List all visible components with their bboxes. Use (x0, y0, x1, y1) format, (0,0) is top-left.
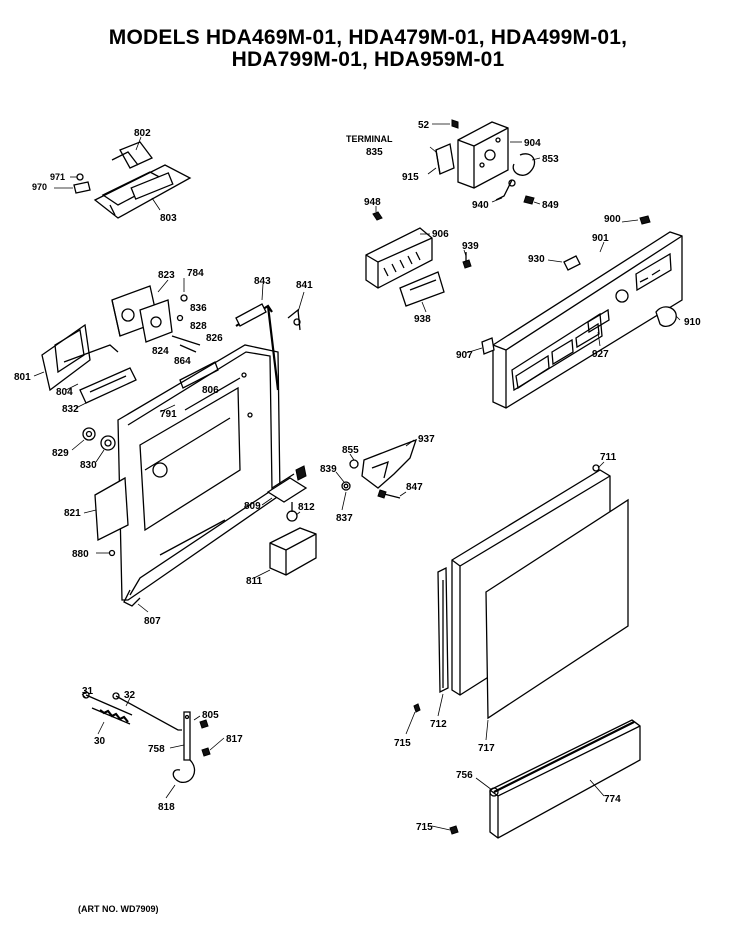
label-826: 826 (206, 333, 223, 344)
label-30: 30 (94, 736, 106, 747)
label-853: 853 (542, 154, 559, 165)
label-940: 940 (472, 200, 489, 211)
label-32: 32 (124, 690, 136, 701)
label-836: 836 (190, 303, 207, 314)
label-847: 847 (406, 482, 423, 493)
inner-door-panel (83, 344, 281, 613)
label-715-upper: 715 (394, 738, 411, 749)
latch-assembly (54, 136, 192, 219)
label-791: 791 (160, 409, 177, 420)
label-828: 828 (190, 321, 207, 332)
label-811: 811 (246, 576, 263, 587)
label-907: 907 (456, 350, 473, 361)
label-927: 927 (592, 349, 609, 360)
label-906: 906 (432, 229, 449, 240)
washer-parts (71, 427, 116, 463)
label-818: 818 (158, 802, 175, 813)
diagram-title-line1: MODELS HDA469M-01, HDA479M-01, HDA499M-0… (108, 26, 628, 49)
label-971: 971 (50, 172, 65, 182)
label-823: 823 (158, 270, 175, 281)
label-837: 837 (336, 513, 353, 524)
label-843: 843 (254, 276, 271, 287)
hinge-bracket (335, 438, 418, 511)
label-904: 904 (524, 138, 541, 149)
label-824: 824 (152, 346, 169, 357)
label-758: 758 (148, 744, 165, 755)
label-864: 864 (174, 356, 191, 367)
label-802: 802 (134, 128, 151, 139)
label-938: 938 (414, 314, 431, 325)
label-756: 756 (456, 770, 473, 781)
control-panel (465, 215, 683, 409)
label-809: 809 (244, 501, 261, 512)
art-number: (ART NO. WD7909) (78, 904, 159, 914)
label-807: 807 (144, 616, 161, 627)
label-910: 910 (684, 317, 701, 328)
label-801: 801 (14, 372, 31, 383)
label-715-lower: 715 (416, 822, 433, 833)
toe-kick-panel (431, 719, 641, 839)
label-712: 712 (430, 719, 447, 730)
label-849: 849 (542, 200, 559, 211)
outer-door-panel (405, 461, 629, 741)
label-839: 839 (320, 464, 337, 475)
bracket-assembly (33, 323, 137, 409)
label-terminal: TERMINAL (346, 134, 393, 144)
label-821: 821 (64, 508, 81, 519)
label-930: 930 (528, 254, 545, 265)
label-711: 711 (600, 452, 617, 463)
label-830: 830 (80, 460, 97, 471)
label-832: 832 (62, 404, 79, 415)
label-937: 937 (418, 434, 435, 445)
label-915: 915 (402, 172, 419, 183)
label-812: 812 (298, 502, 315, 513)
label-841: 841 (296, 280, 313, 291)
label-805: 805 (202, 710, 219, 721)
label-804: 804 (56, 387, 73, 398)
switch-assembly (427, 119, 541, 205)
label-774: 774 (604, 794, 621, 805)
part-labels: 802 971 970 803 823 784 836 828 826 824 … (14, 120, 701, 833)
door-trim-strip (235, 283, 305, 391)
label-900: 900 (604, 214, 621, 225)
label-31: 31 (82, 686, 94, 697)
hinge-spring-parts (81, 691, 225, 799)
label-901: 901 (592, 233, 609, 244)
label-855: 855 (342, 445, 359, 456)
label-970: 970 (32, 182, 47, 192)
label-803: 803 (160, 213, 177, 224)
label-817: 817 (226, 734, 243, 745)
label-948: 948 (364, 197, 381, 208)
label-835: 835 (366, 147, 383, 158)
diagram-title-line2: HDA799M-01, HDA959M-01 (231, 48, 505, 71)
control-module (365, 206, 472, 313)
label-880: 880 (72, 549, 89, 560)
door-latch-handle (253, 465, 317, 579)
label-806: 806 (202, 385, 219, 396)
label-784: 784 (187, 268, 204, 279)
dispenser-assembly (111, 278, 201, 353)
label-829: 829 (52, 448, 69, 459)
label-939: 939 (462, 241, 479, 252)
label-52: 52 (418, 120, 430, 131)
label-717: 717 (478, 743, 495, 754)
